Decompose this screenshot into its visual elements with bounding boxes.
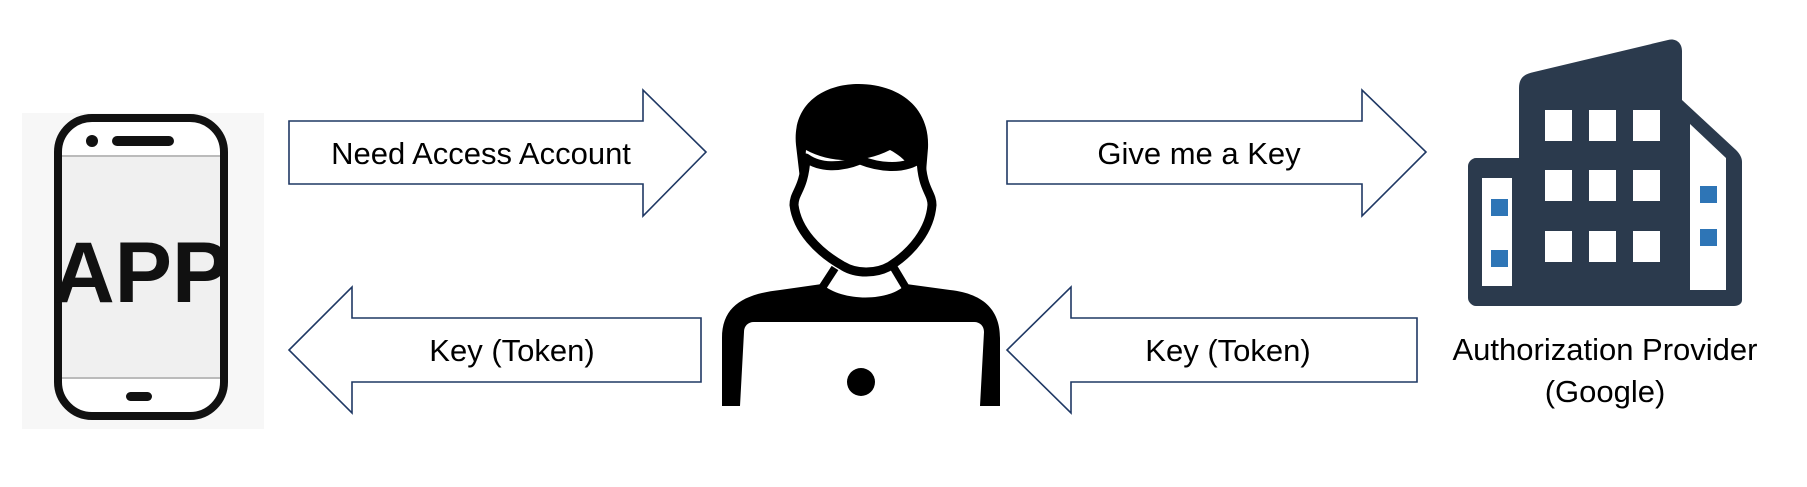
arrow-give-key: Give me a Key (1006, 88, 1428, 218)
smartphone-icon (54, 114, 228, 420)
arrow-right-shape (1006, 88, 1428, 218)
app-label: APP (53, 225, 230, 321)
arrow-left-shape (287, 285, 702, 415)
provider-label-line2: (Google) (1545, 374, 1666, 409)
provider-label-line1: Authorization Provider (1453, 332, 1758, 367)
arrow-need-access-label: Need Access Account (331, 136, 631, 171)
app-phone: APP (22, 113, 264, 429)
arrow-give-key-label: Give me a Key (1097, 136, 1301, 171)
arrow-need-access: Need Access Account (288, 88, 708, 218)
arrow-key-to-app-label: Key (Token) (429, 333, 594, 368)
arrow-key-to-user: Key (Token) (1005, 285, 1418, 415)
arrow-left-shape (1005, 285, 1418, 415)
arrow-right-shape (288, 88, 708, 218)
user-with-laptop-icon (722, 83, 1000, 406)
arrow-key-to-user-label: Key (Token) (1145, 333, 1310, 368)
office-building-icon (1468, 39, 1742, 306)
arrow-key-to-app: Key (Token) (287, 285, 702, 415)
